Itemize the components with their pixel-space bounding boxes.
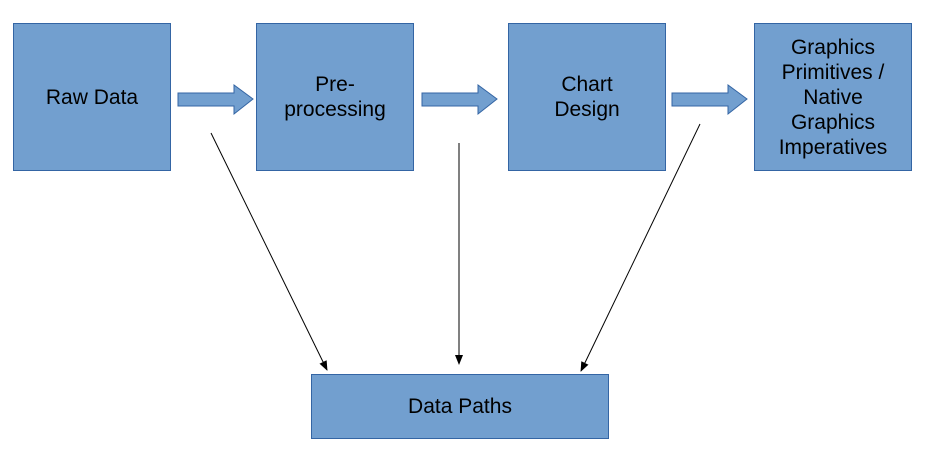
node-label-chart-design: Chart Design [554, 73, 620, 121]
node-label-data-paths: Data Paths [408, 395, 512, 418]
node-label-graphics-primitives: Graphics Primitives / Native Graphics Im… [778, 35, 888, 159]
node-graphics-primitives: Graphics Primitives / Native Graphics Im… [754, 23, 912, 171]
data-path-arrow-raw [210, 132, 328, 371]
node-data-paths: Data Paths [311, 374, 609, 439]
flow-arrow-chart-to-graphics [671, 84, 748, 116]
node-label-preprocessing: Pre- processing [284, 73, 386, 121]
flow-arrow-preprocessing-to-chart [421, 84, 498, 116]
node-preprocessing: Pre- processing [256, 23, 414, 171]
node-raw-data: Raw Data [13, 23, 171, 171]
node-chart-design: Chart Design [508, 23, 666, 171]
flow-arrow-raw-to-preprocessing [177, 84, 254, 116]
node-label-raw-data: Raw Data [45, 85, 139, 109]
data-path-arrow-chart [580, 123, 701, 372]
